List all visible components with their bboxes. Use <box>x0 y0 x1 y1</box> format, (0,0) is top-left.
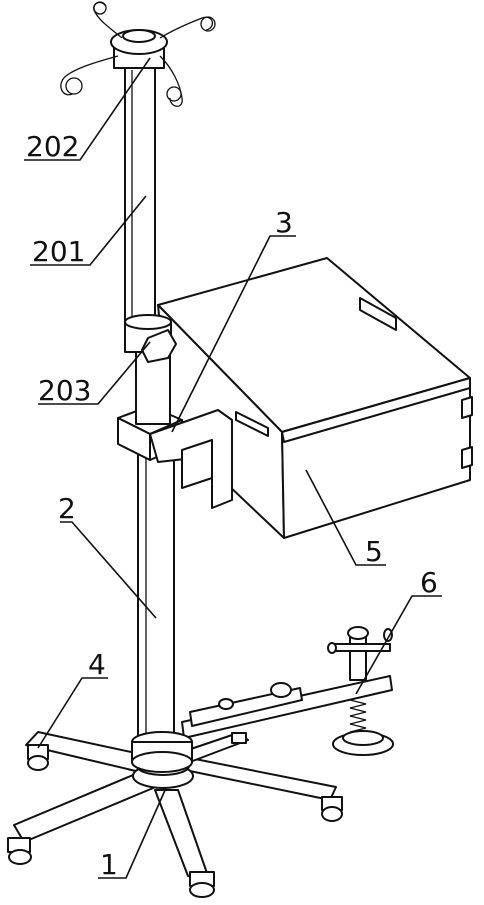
box-lid-rim <box>281 377 471 443</box>
leader-6 <box>355 595 442 695</box>
callout-labels: 202 201 203 3 2 5 6 4 1 <box>26 130 438 881</box>
lock-collar-nut <box>141 329 177 363</box>
box-clip-left <box>235 411 269 437</box>
clamp-arm <box>149 409 233 509</box>
clamp-plate <box>181 439 213 489</box>
foot-spring <box>349 699 367 733</box>
leader-1 <box>98 787 167 879</box>
caster-front-left <box>7 837 32 865</box>
base-leg-right <box>184 757 337 801</box>
label-203: 203 <box>38 374 91 407</box>
hook-bottom-left <box>60 55 119 96</box>
label-4: 4 <box>88 648 106 681</box>
hook-ring-top-right <box>200 16 216 32</box>
label-5: 5 <box>365 535 383 568</box>
leader-203 <box>38 341 151 405</box>
support-arm <box>181 675 393 739</box>
clamp-bracket <box>117 405 233 509</box>
caster-left <box>27 744 49 771</box>
hook-ring-left <box>65 77 83 95</box>
foot-handle-end-right <box>383 628 393 642</box>
main-pole-tube <box>137 429 175 751</box>
leader-201 <box>30 195 147 266</box>
hook-assembly <box>60 1 216 107</box>
hook-ring-right <box>166 86 182 102</box>
arm-knob-2 <box>218 698 234 710</box>
label-6: 6 <box>420 566 438 599</box>
lock-collar-top <box>124 314 172 330</box>
foot-screw-top <box>347 626 369 640</box>
caster-right <box>321 796 343 822</box>
main-pole <box>131 429 193 773</box>
inner-tube-below-collar <box>135 349 171 425</box>
lock-collar <box>124 314 177 363</box>
caster-front <box>189 871 215 898</box>
pole-bottom-sleeve-end <box>131 751 193 773</box>
base-leg-front <box>154 789 209 877</box>
casters <box>7 732 343 898</box>
label-3: 3 <box>275 206 293 239</box>
caster-back <box>231 732 247 744</box>
leader-4 <box>37 677 108 749</box>
foot-handle-end-left <box>327 642 337 654</box>
leader-2 <box>60 521 157 619</box>
leader-202 <box>24 57 151 161</box>
leader-3 <box>171 235 296 433</box>
label-202: 202 <box>26 130 79 163</box>
arm-inner-bar <box>189 687 303 727</box>
hook-top-left <box>93 1 123 39</box>
arm-knob <box>270 682 292 698</box>
label-1: 1 <box>100 848 118 881</box>
hook-hub-cap <box>122 29 156 43</box>
foot-pad-top <box>342 730 384 746</box>
leader-5 <box>305 469 386 566</box>
foot-screw-body <box>349 635 367 681</box>
upper-pole-tube <box>124 67 156 329</box>
box <box>157 257 473 539</box>
foot-assembly <box>327 626 394 756</box>
label-2: 2 <box>58 492 76 525</box>
leader-lines <box>24 57 442 879</box>
box-hinge-bottom <box>461 446 473 469</box>
hook-bottom-right <box>159 55 183 107</box>
hook-top-right <box>159 16 213 39</box>
box-handle <box>359 297 397 331</box>
label-201: 201 <box>32 235 85 268</box>
hook-ring-top-left <box>93 1 107 15</box>
box-hinge-top <box>461 396 473 419</box>
upper-pole <box>124 67 171 425</box>
arm-bar <box>181 675 393 739</box>
